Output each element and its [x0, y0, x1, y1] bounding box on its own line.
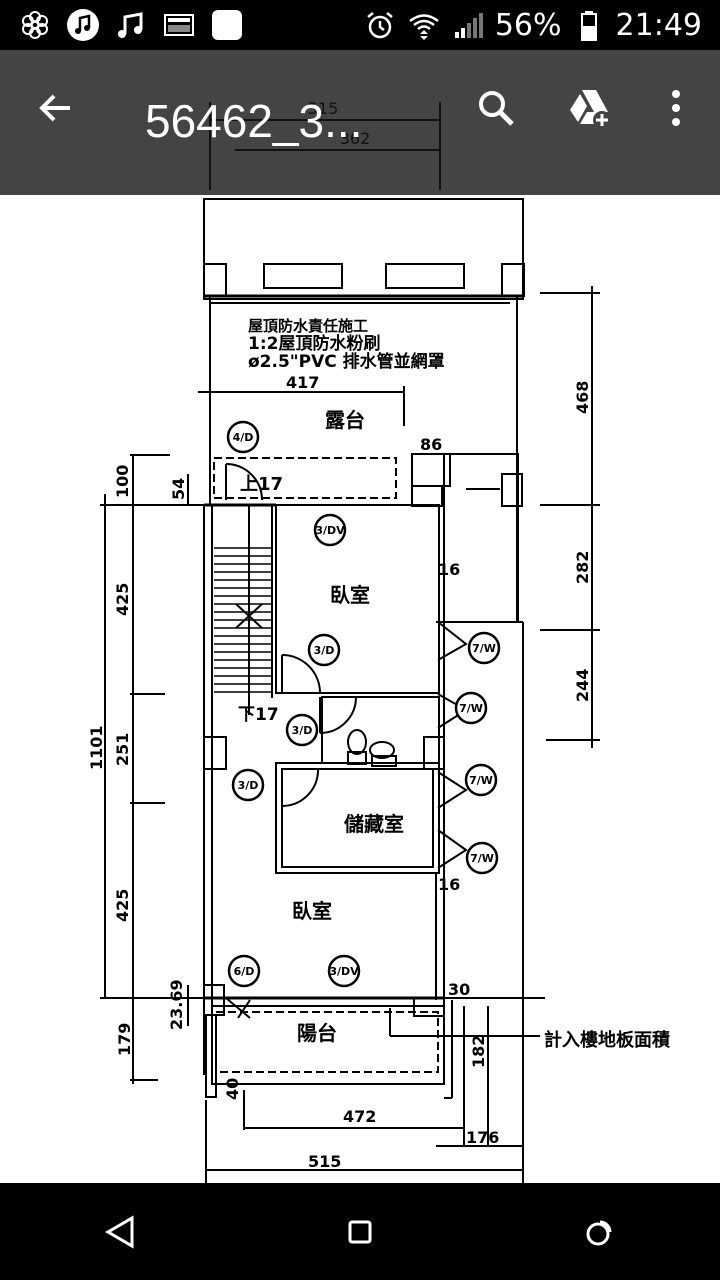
marker-4: 3/D — [292, 724, 313, 737]
dim-425-b: 425 — [113, 889, 132, 922]
dim-182: 182 — [469, 1035, 488, 1068]
dim-40: 40 — [223, 1078, 242, 1100]
stair-down-label: 下17 — [238, 705, 279, 725]
recents-icon — [586, 1220, 612, 1245]
marker-9: 7/W — [459, 702, 483, 715]
more-vert-icon — [672, 90, 680, 126]
marker-2: 3/DV — [315, 524, 345, 537]
dim-417: 417 — [286, 373, 319, 392]
room-terrace: 露台 — [325, 408, 365, 432]
dim-179: 179 — [115, 1023, 134, 1056]
dim-54: 54 — [169, 478, 188, 500]
marker-1: 4/D — [233, 431, 254, 444]
dim-468: 468 — [573, 381, 592, 414]
alarm-icon — [363, 8, 397, 42]
document-viewer[interactable]: 4/D 3/DV 3/D 3/D 3/D 3/DV 6/D 7/W 7/W 7/… — [0, 195, 720, 1183]
back-arrow-icon — [39, 94, 70, 122]
note-line-3: ø2.5"PVC 排水管並網罩 — [248, 351, 445, 372]
navigation-bar — [0, 1183, 720, 1280]
marker-5: 3/D — [238, 779, 259, 792]
battery-icon — [572, 8, 606, 42]
overlay-dim-515: 515 — [308, 99, 339, 118]
dim-86: 86 — [420, 435, 442, 454]
dim-16-b: 16 — [438, 875, 460, 894]
battery-percent: 56% — [494, 7, 562, 43]
dim-244: 244 — [573, 669, 592, 702]
more-options-button[interactable] — [648, 80, 704, 136]
nav-recents-button[interactable] — [565, 1197, 635, 1267]
marker-11: 7/W — [470, 852, 494, 865]
room-bedroom-lower: 臥室 — [292, 899, 332, 923]
note-line-1: 屋頂防水責任施工 — [248, 317, 368, 335]
marker-6: 3/DV — [329, 965, 359, 978]
dim-100: 100 — [113, 465, 132, 498]
app-bar: 515 362 56462_3... — [0, 50, 720, 195]
clock: 21:49 — [615, 7, 702, 43]
nav-home-button[interactable] — [325, 1197, 395, 1267]
room-balcony: 陽台 — [297, 1021, 337, 1045]
home-square-icon — [348, 1220, 372, 1243]
signal-icon — [451, 8, 485, 42]
status-bar: 56% 21:49 — [0, 0, 720, 50]
dim-282: 282 — [573, 551, 592, 584]
marker-8: 7/W — [472, 642, 496, 655]
page-title: 56462_3... — [145, 95, 363, 147]
music-note-icon — [114, 8, 148, 42]
drive-add-button[interactable] — [562, 80, 618, 136]
dim-16-a: 16 — [438, 560, 460, 579]
floor-area-note: 計入樓地板面積 — [544, 1029, 671, 1051]
blank-app-icon — [210, 8, 244, 42]
marker-3: 3/D — [314, 644, 335, 657]
back-triangle-icon — [105, 1214, 134, 1249]
marker-7: 6/D — [234, 965, 255, 978]
overlay-dim-362: 362 — [340, 129, 371, 148]
back-button[interactable] — [28, 80, 84, 136]
dim-23-69: 23.69 — [167, 979, 186, 1030]
floor-plan: 4/D 3/DV 3/D 3/D 3/D 3/DV 6/D 7/W 7/W 7/… — [87, 198, 671, 1183]
dim-251: 251 — [113, 733, 132, 766]
wifi-icon — [407, 8, 441, 42]
dim-515: 515 — [308, 1152, 341, 1171]
drive-add-icon — [570, 90, 611, 129]
music-app-icon — [66, 8, 100, 42]
nav-back-button[interactable] — [85, 1197, 155, 1267]
dim-176: 176 — [466, 1128, 499, 1147]
drawing-overlay: 515 362 — [209, 99, 441, 190]
marker-10: 7/W — [469, 774, 493, 787]
search-button[interactable] — [468, 80, 524, 136]
search-icon — [479, 91, 514, 126]
dim-30: 30 — [448, 980, 470, 999]
flower-icon — [18, 8, 52, 42]
image-icon — [162, 8, 196, 42]
dim-1101: 1101 — [87, 725, 106, 770]
dim-425-a: 425 — [113, 583, 132, 616]
stair-up-label: 上17 — [240, 474, 283, 495]
room-storage: 儲藏室 — [344, 812, 404, 836]
dim-472: 472 — [343, 1107, 376, 1126]
room-bedroom-upper: 臥室 — [330, 583, 370, 607]
note-line-2: 1:2屋頂防水粉刷 — [248, 333, 380, 354]
